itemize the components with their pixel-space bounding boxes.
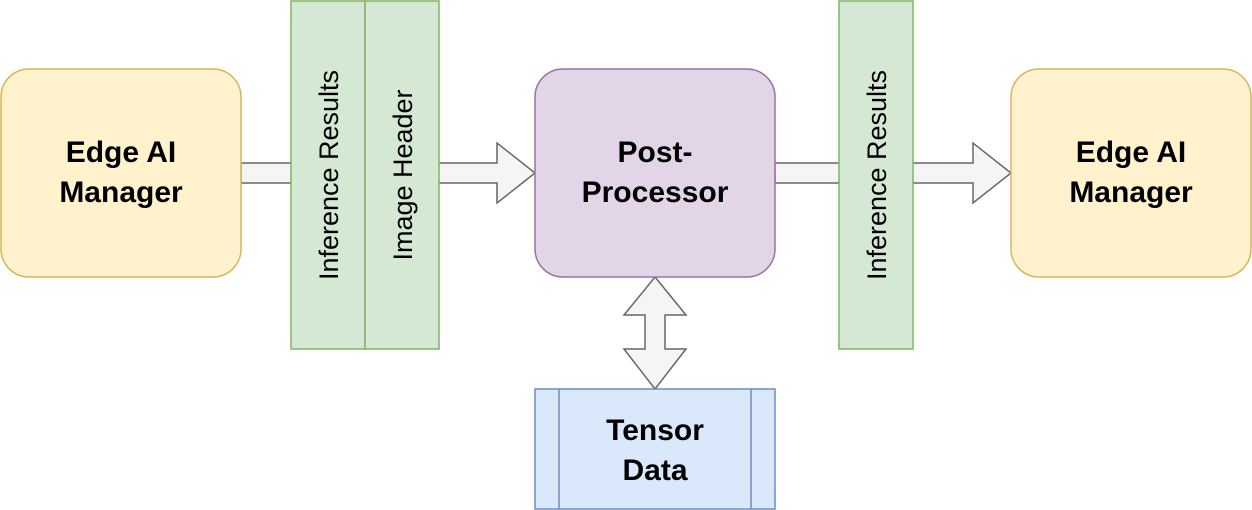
node-target-edge-ai-manager[interactable]: Edge AI Manager <box>1010 68 1252 278</box>
node-postprocessor-label-line1: Post- <box>618 136 693 169</box>
arrow-postprocessor-tensor-bidirectional <box>622 275 688 391</box>
node-tensor-label-line1: Tensor <box>606 414 704 447</box>
node-tensor-label-line2: Data <box>622 454 687 487</box>
node-source-edge-ai-manager[interactable]: Edge AI Manager <box>0 68 242 278</box>
packet-label-inference-results-input: Inference Results <box>314 70 344 280</box>
packet-group-output: Inference Results <box>838 0 914 350</box>
node-source-label-line1: Edge AI <box>66 136 177 169</box>
packet-image-header[interactable] <box>364 0 440 350</box>
node-post-processor[interactable]: Post- Processor <box>534 68 776 278</box>
node-postprocessor-label-line2: Processor <box>582 176 729 209</box>
packet-inference-results-input[interactable] <box>290 0 366 350</box>
packet-label-image-header: Image Header <box>388 89 418 260</box>
node-tensor-data[interactable]: Tensor Data <box>534 388 776 510</box>
node-target-label-line1: Edge AI <box>1076 136 1187 169</box>
packet-inference-results-output[interactable] <box>838 0 914 350</box>
packet-label-inference-results-output: Inference Results <box>862 70 892 280</box>
packet-group-input: Inference Results Image Header <box>290 0 440 350</box>
node-source-label-line2: Manager <box>59 176 183 209</box>
node-target-label-line2: Manager <box>1069 176 1193 209</box>
